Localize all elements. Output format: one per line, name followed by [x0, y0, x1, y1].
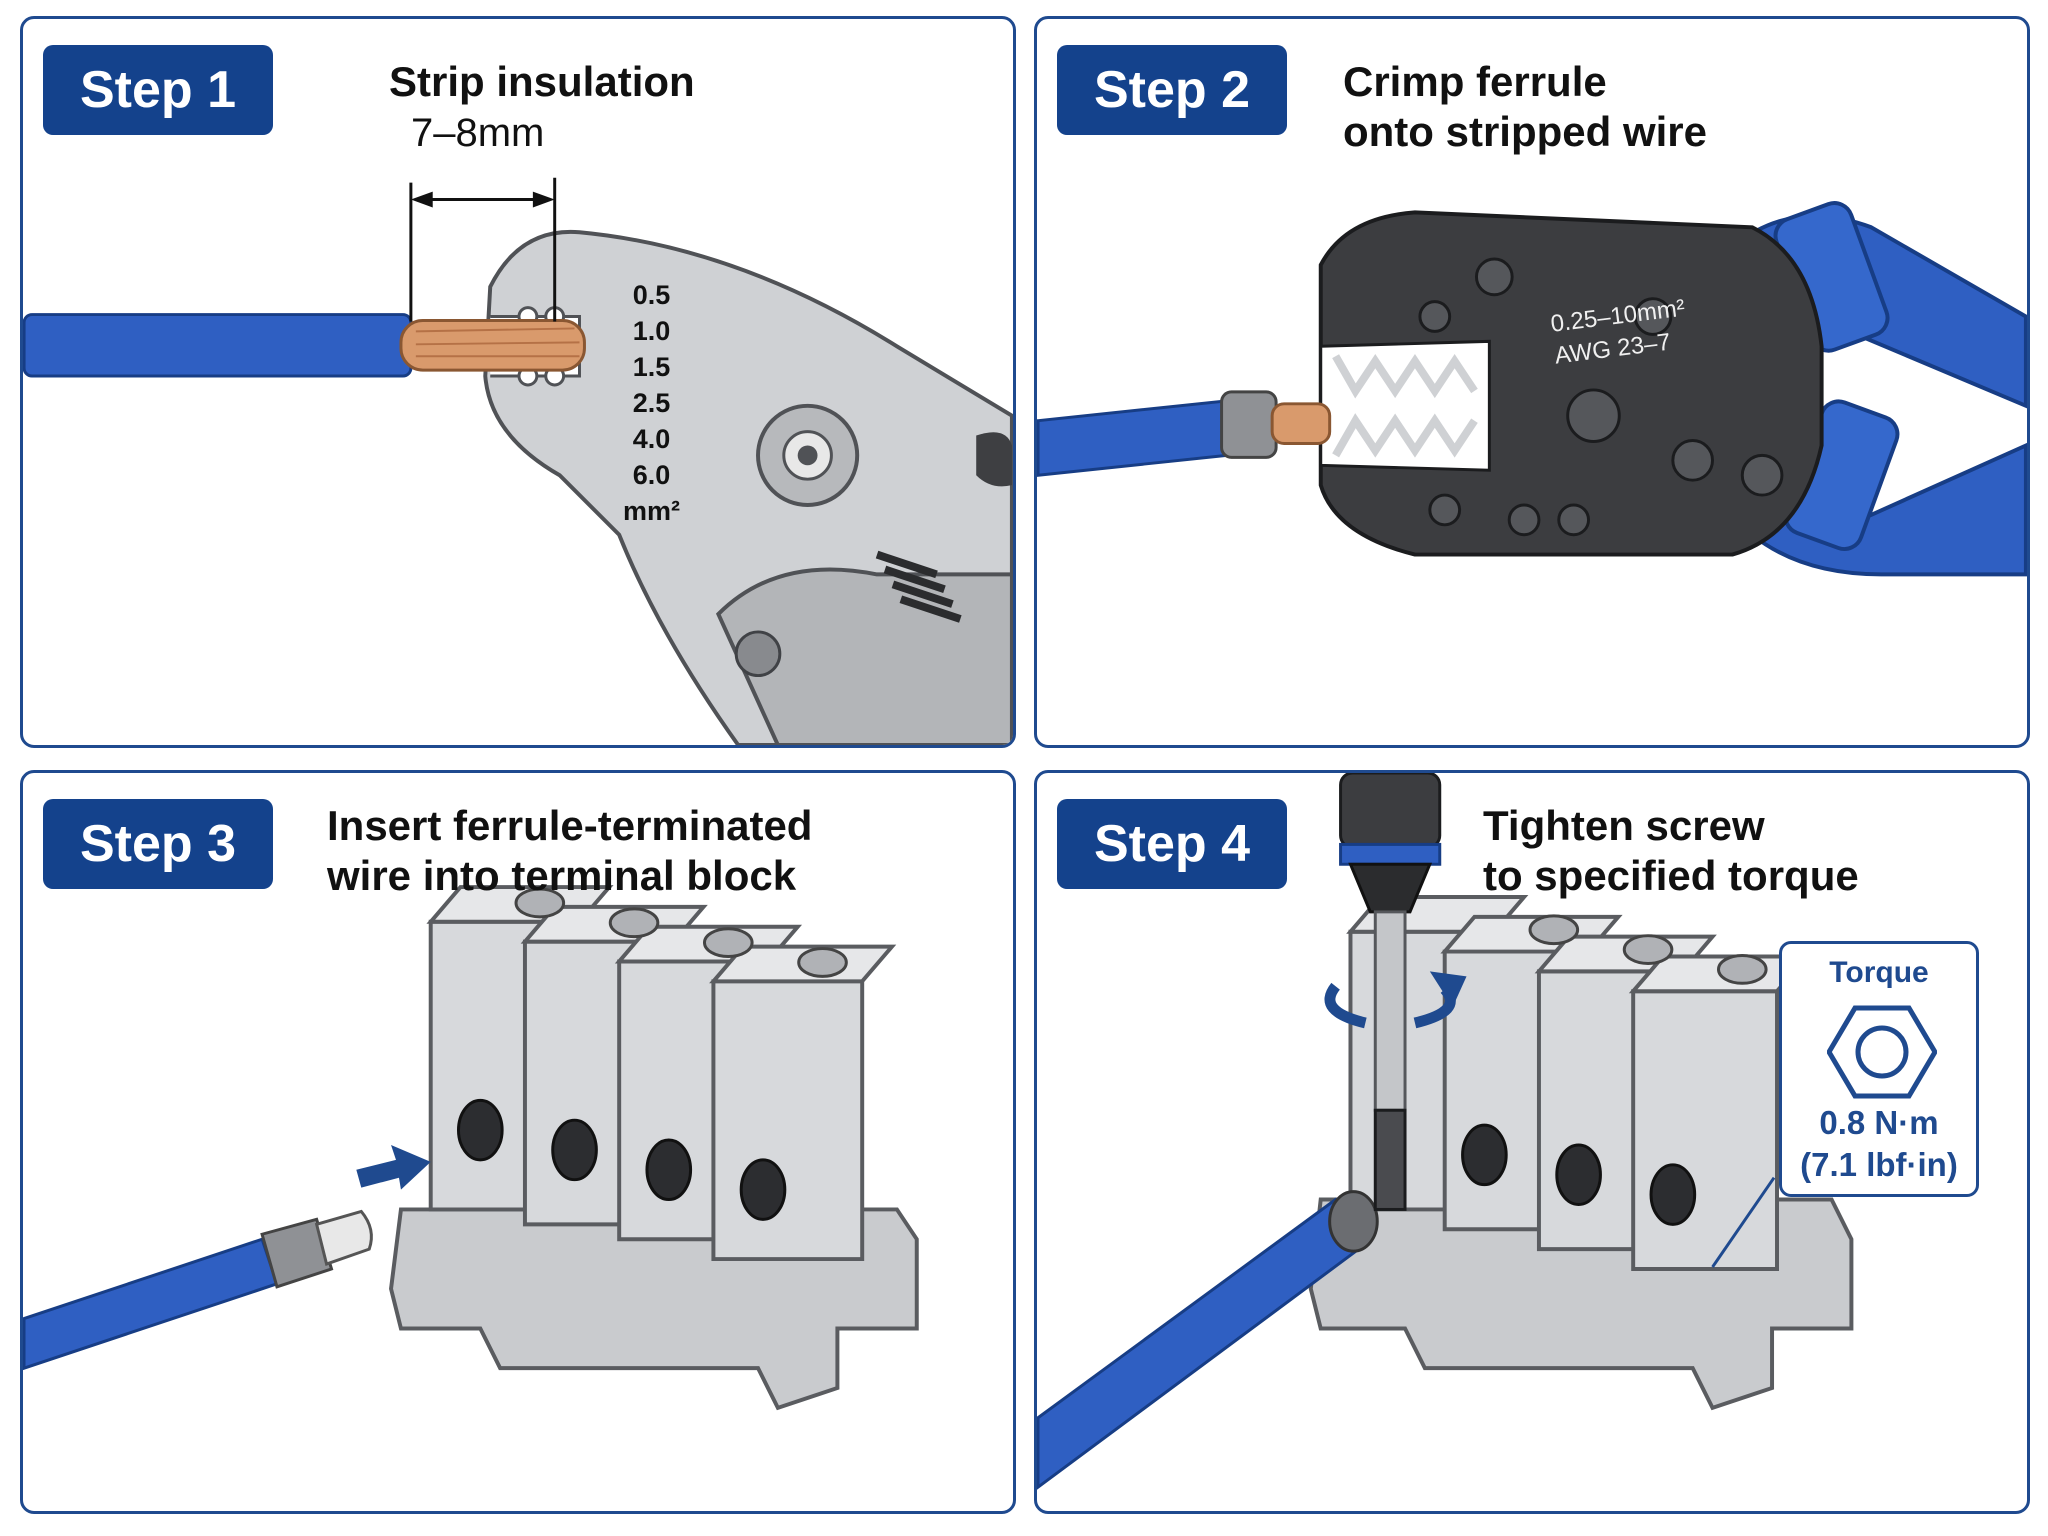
ferrule: [1220, 390, 1278, 459]
terminal-block-illustration: [23, 885, 919, 1411]
torque-values: 0.8 N·m (7.1 lbf·in): [1782, 1102, 1976, 1186]
gauge-label: 6.0: [632, 460, 671, 490]
blue-wire: [23, 313, 413, 378]
step-caption: Insert ferrule-terminated wire into term…: [327, 802, 813, 899]
rotation-arrow-icon: [1324, 971, 1467, 1029]
step-badge: Step 2: [1057, 45, 1287, 135]
ferrule: [260, 1217, 334, 1289]
wire-gauge-scale: 0.5 1.0 1.5 2.5 4.0 6.0 mm²: [623, 277, 680, 529]
gauge-unit: mm²: [623, 496, 681, 526]
blue-wire: [23, 1237, 279, 1371]
wire-stripper-illustration: [23, 177, 1013, 745]
step-3-panel: Step 3 Insert ferrule-terminated wire in…: [20, 770, 1016, 1514]
step-1-panel: Step 1 Strip insulation 7–8mm 0.5 1.0 1.…: [20, 16, 1016, 748]
screwdriver-handle: [1339, 773, 1442, 849]
step-4-panel: Step 4 Tighten screw to specified torque…: [1034, 770, 2030, 1514]
step-badge: Step 1: [43, 45, 273, 135]
gauge-label: 4.0: [632, 424, 671, 454]
torque-imperial: (7.1 lbf·in): [1800, 1146, 1958, 1183]
torque-callout: Torque 0.8 N·m (7.1 lbf·in): [1779, 941, 1979, 1197]
hex-nut-icon: [1827, 1005, 1937, 1099]
blue-wire: [1037, 399, 1229, 477]
step-caption: Strip insulation: [389, 58, 695, 105]
strip-length-label: 7–8mm: [411, 111, 545, 155]
screwdriver-tightening-illustration: [1037, 773, 1854, 1490]
gauge-label: 2.5: [632, 388, 671, 418]
insert-arrow-icon: [356, 1144, 431, 1190]
copper-strands: [399, 319, 586, 372]
torque-metric: 0.8 N·m: [1819, 1104, 1939, 1141]
step-caption: Crimp ferrule onto stripped wire: [1343, 58, 1708, 155]
screwdriver-shaft: [1373, 910, 1407, 1112]
step-badge: Step 3: [43, 799, 273, 889]
torque-title: Torque: [1829, 956, 1929, 989]
crimping-tool-illustration: [1037, 201, 2027, 577]
blue-wire: [1037, 1197, 1368, 1490]
gauge-label: 1.5: [632, 352, 671, 382]
gauge-label: 1.0: [632, 316, 671, 346]
step-badge: Step 4: [1057, 799, 1287, 889]
gauge-label: 0.5: [632, 280, 671, 310]
step-caption: Tighten screw to specified torque: [1483, 802, 1859, 899]
step-2-panel: Step 2 Crimp ferrule onto stripped wire …: [1034, 16, 2030, 748]
